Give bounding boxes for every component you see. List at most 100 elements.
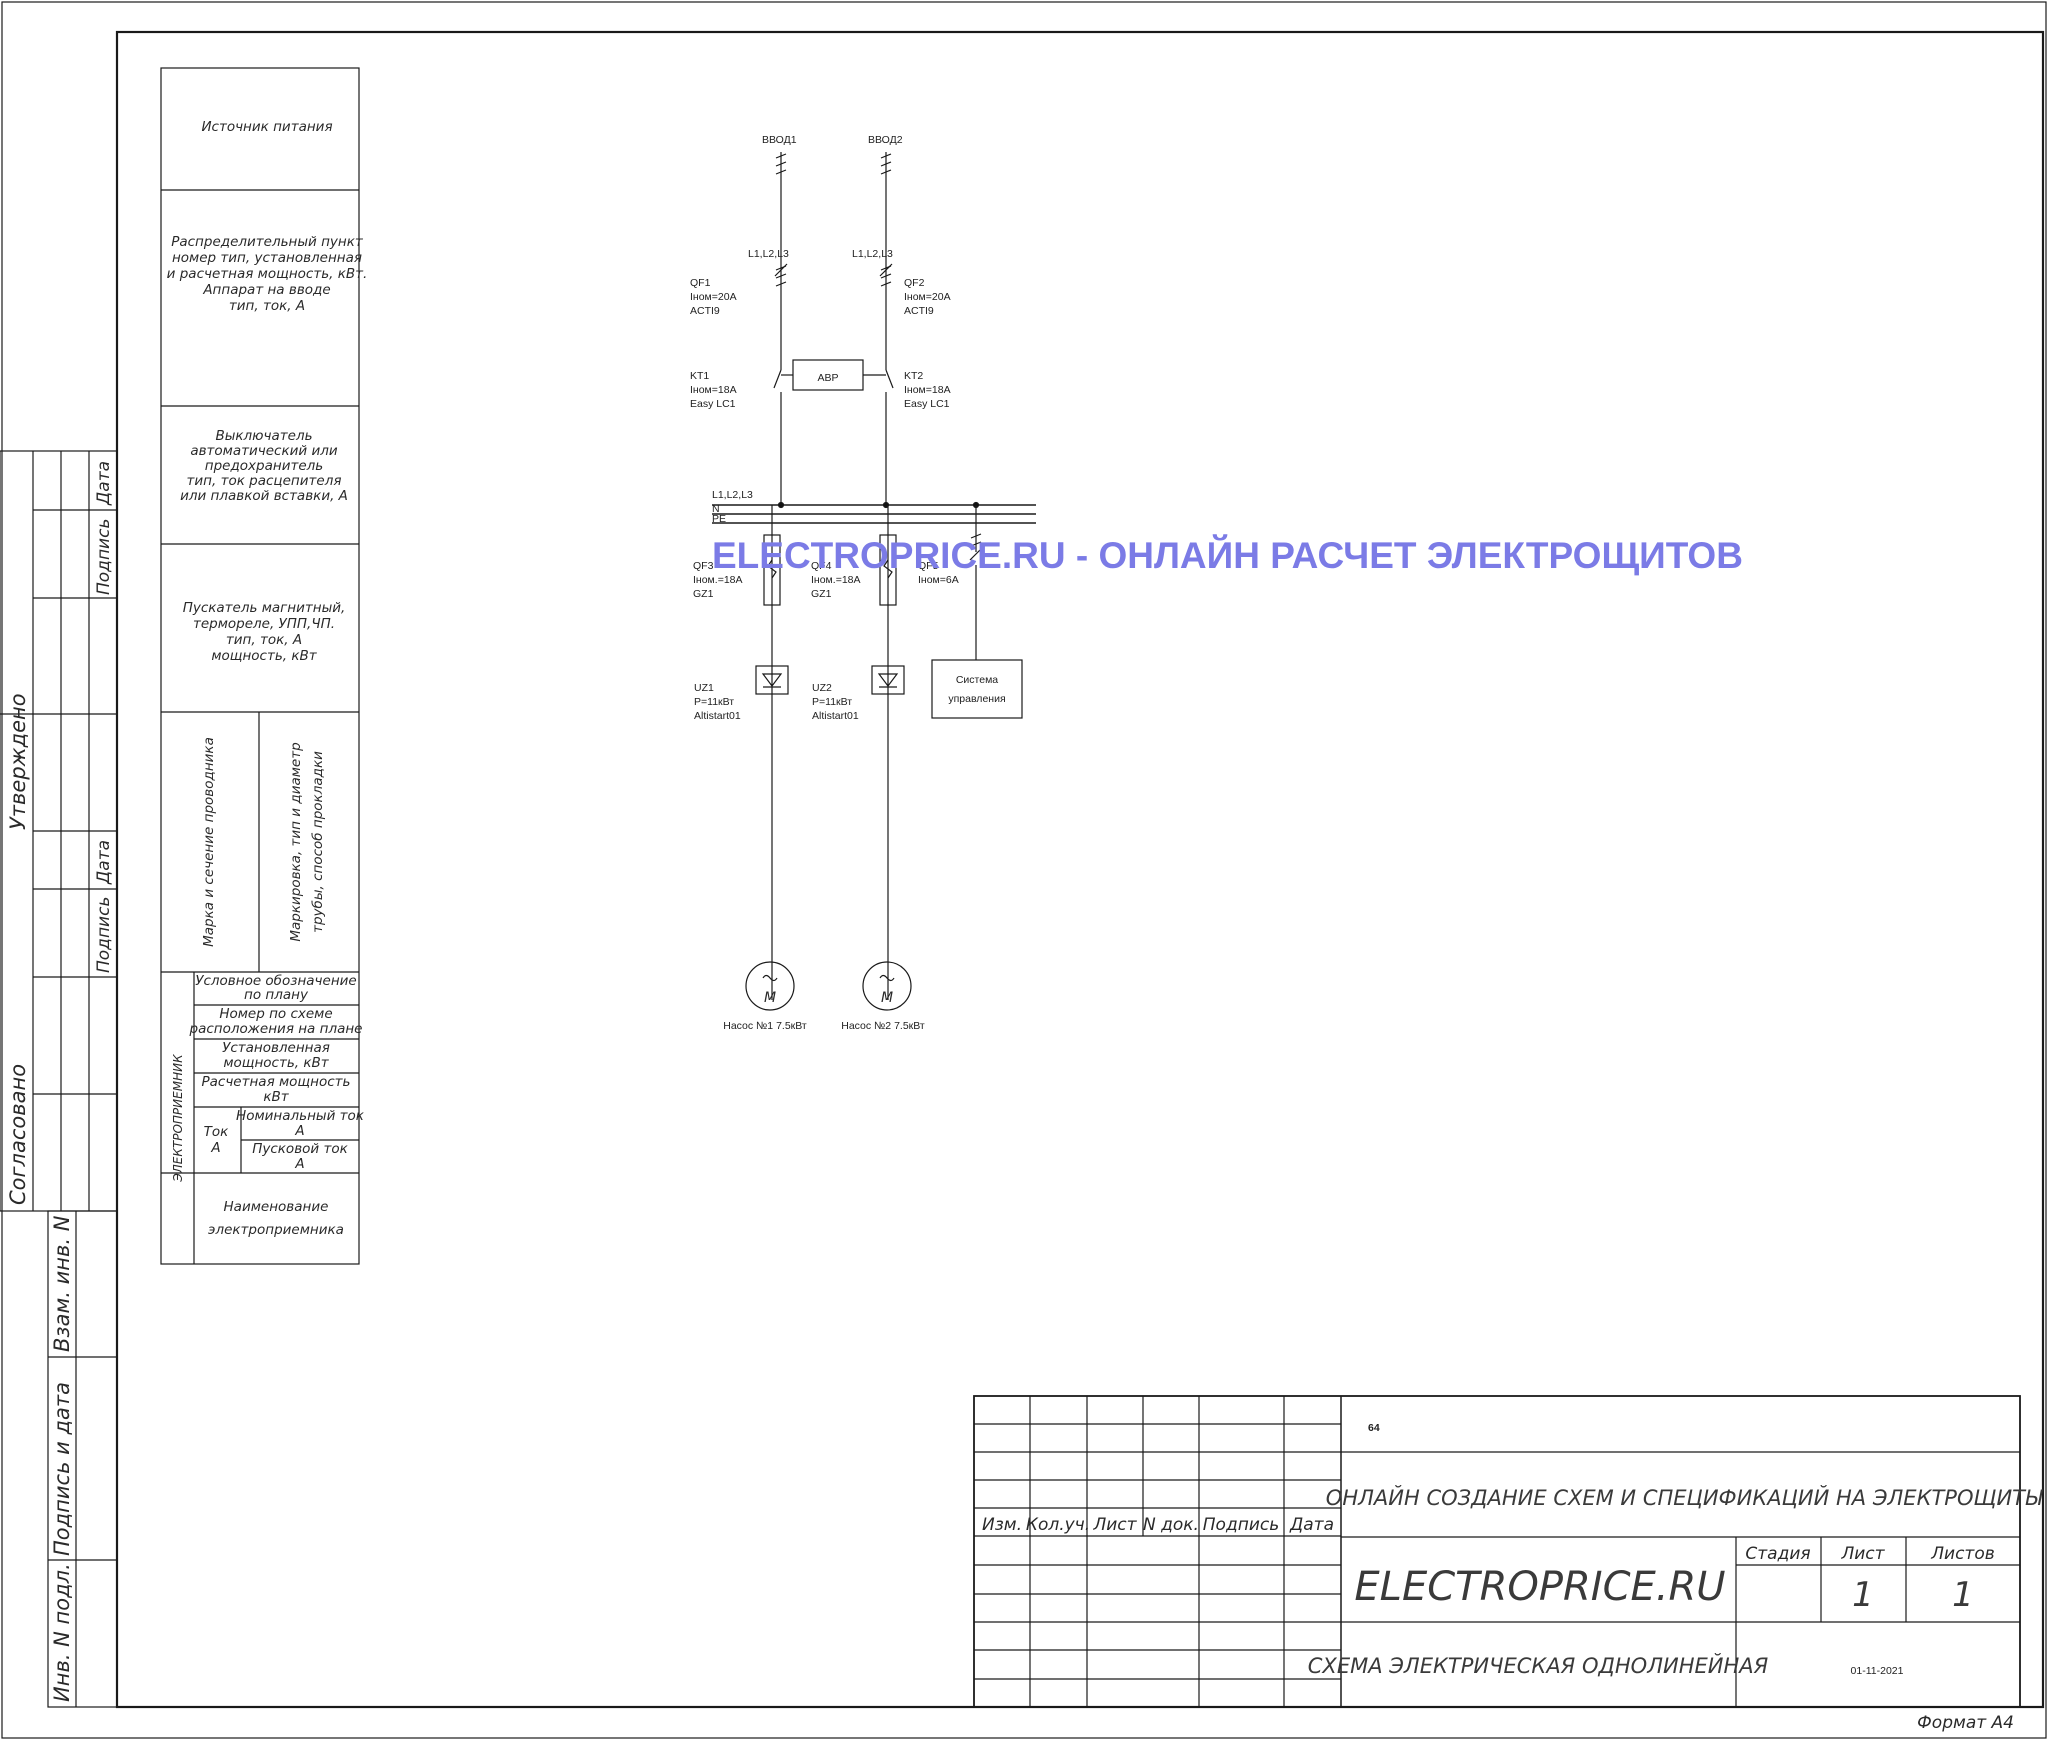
uz1-label: UZ1: [694, 682, 714, 694]
qf2-current: Iном=20A: [904, 291, 951, 303]
legend-nominal-2: А: [294, 1123, 304, 1139]
header-sign: Подпись: [1203, 1515, 1279, 1535]
legend-breaker-2: автоматический или: [190, 443, 338, 459]
title-block: [973, 1395, 2021, 1708]
legend-dist-2: номер тип, установленная: [172, 250, 362, 266]
sign-date-label: Подпись и дата: [50, 1382, 74, 1556]
drawing-title: СХЕМА ЭЛЕКТРИЧЕСКАЯ ОДНОЛИНЕЙНАЯ: [1308, 1653, 1769, 1678]
uz2-label: UZ2: [812, 682, 832, 694]
title-block-labels: Изм. Кол.уч. Лист N док. Подпись Дата 64…: [982, 1422, 2043, 1733]
qf4-thermal: [883, 559, 893, 579]
legend-starter-3: тип, ток, А: [226, 632, 302, 648]
inv-label: Инв. N подл.: [50, 1563, 74, 1702]
legend-calc-2: кВт: [263, 1089, 289, 1105]
motor-2-label: Насос №2 7.5кВт: [841, 1020, 925, 1032]
sign-label-1: Подпись: [94, 519, 114, 595]
kt1-current: Iном=18A: [690, 384, 737, 396]
date-label-1: Дата: [94, 461, 114, 506]
header-list: Лист: [1092, 1515, 1137, 1535]
motor-2-letter: M: [881, 990, 893, 1006]
phase-label-2: L1,L2,L3: [852, 248, 893, 260]
legend-source: Источник питания: [201, 119, 332, 135]
uz1-power: P=11кВт: [694, 696, 734, 708]
qf5-switch-blade: [969, 549, 981, 561]
legend-starter-4: мощность, кВт: [211, 648, 317, 664]
qf4-body: [879, 534, 897, 606]
schematic-labels: ВВОД1 ВВОД2 L1,L2,L3 L1,L2,L3 QF1 Iном=2…: [690, 134, 1006, 1032]
legend-pipe-1: Маркировка, тип и диаметр: [288, 742, 304, 941]
qf1-type: ACTI9: [690, 305, 720, 317]
drawing-frame: [115, 30, 2045, 1709]
input-1-label: ВВОД1: [762, 134, 797, 146]
motor-1: [745, 961, 795, 1011]
phase-label-1: L1,L2,L3: [748, 248, 789, 260]
agreed-label: Согласовано: [6, 1064, 30, 1205]
legend-receiver: ЭЛЕКТРОПРИЕМНИК: [171, 1054, 185, 1183]
bus-pe-label: PE: [712, 513, 726, 525]
input-2-label: ВВОД2: [868, 134, 903, 146]
qf2-switch-blade: [879, 263, 893, 277]
legend-dist-1: Распределительный пункт: [171, 234, 364, 250]
legend-dist-5: тип, ток, А: [229, 298, 305, 314]
side-stamp: [0, 450, 118, 1708]
uz1-box: [755, 665, 789, 695]
vzam-label: Взам. инв. N: [50, 1215, 74, 1352]
legend-dist-4: Аппарат на вводе: [202, 282, 330, 298]
header-kol: Кол.уч.: [1026, 1515, 1090, 1535]
header-doc: N док.: [1143, 1515, 1199, 1535]
qf1-current: Iном=20A: [690, 291, 737, 303]
legend-starter-1: Пускатель магнитный,: [183, 600, 346, 616]
cable-tick-mark: [880, 153, 892, 175]
uz2-power: P=11кВт: [812, 696, 852, 708]
legend-pipe-2: трубы, способ прокладки: [310, 751, 326, 933]
kt2-current: Iном=18A: [904, 384, 951, 396]
side-stamp-labels: Утверждено Согласовано Дата Подпись Дата…: [6, 461, 114, 1702]
legend-table: [160, 67, 360, 1265]
legend-current-2: А: [210, 1140, 220, 1156]
qf4-label: QF4: [811, 560, 832, 572]
qf3-body: [763, 534, 781, 606]
doc-number: 64: [1368, 1422, 1380, 1434]
ac-wave-icon: [879, 974, 895, 982]
watermark: ELECTROPRICE.RU - ОНЛАЙН РАСЧЕТ ЭЛЕКТРОЩ…: [712, 534, 1743, 576]
qf5-current: Iном=6A: [918, 574, 959, 586]
header-date: Дата: [1289, 1515, 1334, 1535]
legend-start-2: А: [294, 1156, 304, 1172]
sheet-label: Лист: [1840, 1544, 1885, 1564]
qf1-switch-blade: [774, 263, 788, 277]
control-label-2: управления: [948, 693, 1005, 705]
control-box: [931, 659, 1023, 719]
date-label-2: Дата: [94, 840, 114, 885]
ac-wave-icon: [762, 974, 778, 982]
uz2-box: [871, 665, 905, 695]
legend-start-1: Пусковой ток: [252, 1141, 348, 1157]
legend-installed-1: Установленная: [222, 1040, 330, 1056]
qf3-current: Iном.=18A: [693, 574, 743, 586]
avr-label: АВР: [817, 372, 838, 384]
kt2-label: KT2: [904, 370, 923, 382]
sheet-value: 1: [1852, 1575, 1874, 1615]
company-name: ELECTROPRICE.RU: [1354, 1564, 1725, 1610]
header-izm: Изм.: [982, 1515, 1022, 1535]
legend-symbol-2: по плану: [244, 987, 309, 1003]
approved-label: Утверждено: [6, 693, 30, 830]
legend-nominal-1: Номинальный ток: [236, 1108, 365, 1124]
legend-breaker-5: или плавкой вставки, А: [180, 488, 348, 504]
project-title: ОНЛАЙН СОЗДАНИЕ СХЕМ И СПЕЦИФИКАЦИЙ НА Э…: [1326, 1485, 2043, 1510]
qf3-type: GZ1: [693, 588, 714, 600]
legend-breaker-4: тип, ток расцепителя: [187, 473, 342, 489]
format-label: Формат А4: [1917, 1713, 2014, 1733]
qf2-type: ACTI9: [904, 305, 934, 317]
sheets-label: Листов: [1930, 1544, 1995, 1564]
legend-symbol-1: Условное обозначение: [195, 973, 357, 989]
bus-l123-label: L1,L2,L3: [712, 489, 753, 501]
legend-breaker-1: Выключатель: [215, 428, 312, 444]
legend-labels: Источник питания Распределительный пункт…: [167, 119, 368, 1238]
kt1-type: Easy LC1: [690, 398, 736, 410]
motor-1-letter: M: [764, 990, 776, 1006]
drawing-date: 01-11-2021: [1851, 1665, 1904, 1677]
stage-label: Стадия: [1745, 1544, 1810, 1564]
legend-name-1: Наименование: [224, 1199, 329, 1215]
legend-name-2: электроприемника: [208, 1222, 344, 1238]
